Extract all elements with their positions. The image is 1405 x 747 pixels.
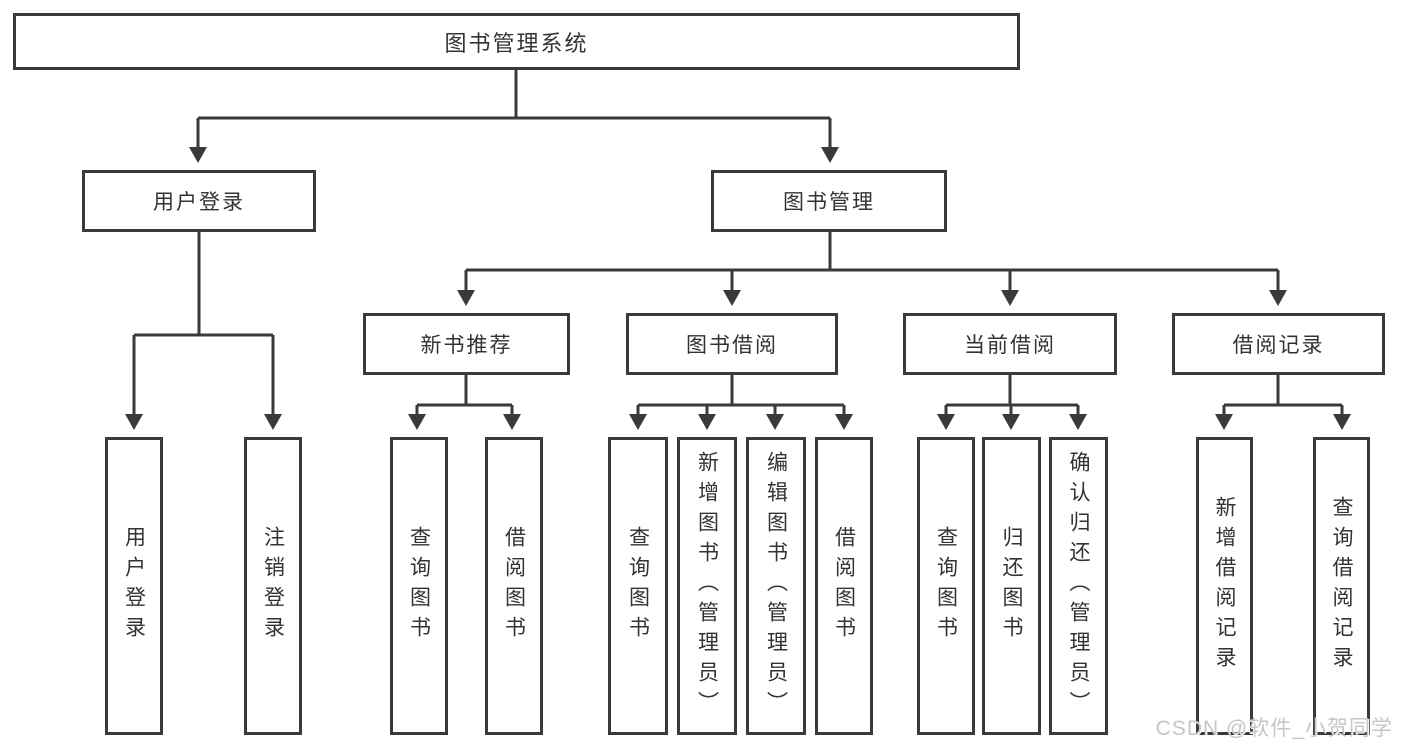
leaf-borrow-books-label: 借阅图书 [832, 526, 856, 646]
leaf-search-borrow-record: 查询借阅记录 [1313, 437, 1370, 735]
leaf-logout: 注销登录 [244, 437, 302, 735]
node-root-label: 图书管理系统 [444, 30, 589, 56]
node-borrow-records: 借阅记录 [1172, 313, 1385, 375]
leaf-recommend-borrow-books-label: 借阅图书 [502, 526, 526, 646]
leaf-recommend-search-books: 查询图书 [390, 437, 448, 735]
csdn-watermark: CSDN @软件_小贺同学 [1155, 717, 1393, 740]
leaf-user-login: 用户登录 [105, 437, 163, 735]
node-new-book-recommend-label: 新书推荐 [420, 334, 513, 357]
leaf-confirm-return-admin: 确认归还（管理员） [1049, 437, 1108, 735]
leaf-borrow-books: 借阅图书 [815, 437, 873, 735]
leaf-current-search-books: 查询图书 [917, 437, 975, 735]
leaf-current-search-books-label: 查询图书 [934, 526, 958, 646]
leaf-edit-books-admin: 编辑图书（管理员） [746, 437, 806, 735]
leaf-recommend-search-books-label: 查询图书 [407, 526, 431, 646]
leaf-return-books: 归还图书 [982, 437, 1041, 735]
leaf-return-books-label: 归还图书 [1000, 526, 1023, 646]
leaf-logout-label: 注销登录 [261, 526, 285, 646]
leaf-confirm-return-admin-label: 确认归还（管理员） [1067, 451, 1090, 721]
leaf-add-books-admin: 新增图书（管理员） [677, 437, 737, 735]
node-user-login: 用户登录 [82, 170, 316, 232]
node-borrow-records-label: 借阅记录 [1232, 334, 1325, 357]
node-root: 图书管理系统 [13, 13, 1020, 70]
leaf-add-borrow-record-label: 新增借阅记录 [1213, 496, 1236, 676]
node-book-management-label: 图书管理 [783, 191, 875, 214]
node-current-borrow: 当前借阅 [903, 313, 1117, 375]
node-user-login-label: 用户登录 [153, 191, 245, 214]
node-current-borrow-label: 当前借阅 [964, 334, 1056, 357]
leaf-edit-books-admin-label: 编辑图书（管理员） [764, 451, 788, 721]
leaf-user-login-label: 用户登录 [122, 526, 146, 646]
leaf-borrow-search-books-label: 查询图书 [626, 526, 650, 646]
leaf-add-books-admin-label: 新增图书（管理员） [695, 451, 719, 721]
node-book-borrow: 图书借阅 [626, 313, 838, 375]
node-new-book-recommend: 新书推荐 [363, 313, 570, 375]
leaf-add-borrow-record: 新增借阅记录 [1196, 437, 1253, 735]
leaf-search-borrow-record-label: 查询借阅记录 [1330, 496, 1353, 676]
leaf-recommend-borrow-books: 借阅图书 [485, 437, 543, 735]
leaf-borrow-search-books: 查询图书 [608, 437, 668, 735]
node-book-management: 图书管理 [711, 170, 947, 232]
node-book-borrow-label: 图书借阅 [686, 334, 778, 357]
